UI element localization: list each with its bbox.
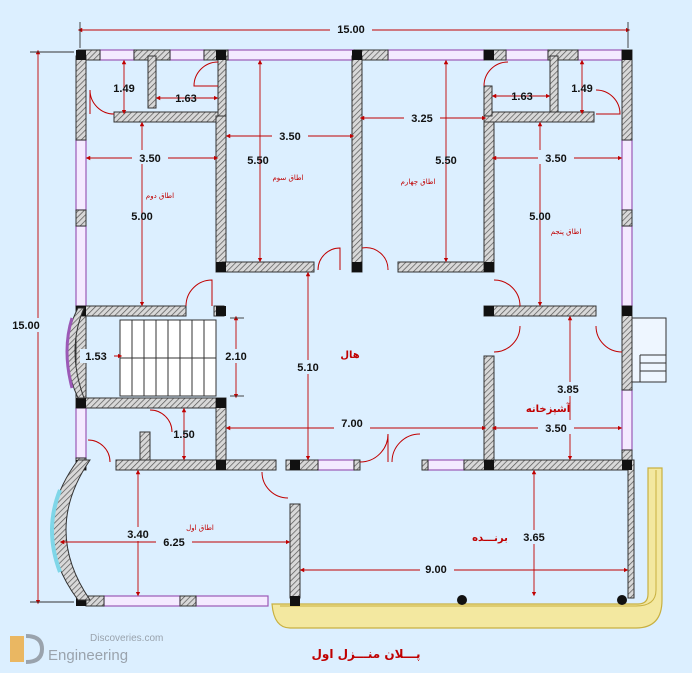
veranda-height-label: 3.65 [523,532,544,544]
room5-height-label: 5.00 [529,211,550,223]
wc-left-width-label: 1.63 [175,93,196,105]
room3-height-label: 5.50 [247,155,268,167]
plan-caption: پـــلان منـــزل اول [311,647,420,662]
watermark-logo-bar [10,636,24,662]
kitchen-width-label: 3.50 [545,423,566,435]
entrance-steps [629,317,667,383]
bay-windows [50,307,91,601]
stair-width-label: 1.53 [85,351,106,363]
room-labels: اطاق دوم اطاق سوم اطاق چهارم اطاق پنجم ه… [146,174,581,544]
doors [87,61,623,499]
room5-width-label: 3.50 [545,153,566,165]
room4-height-label: 5.50 [435,155,456,167]
hall-width-label: 7.00 [341,418,362,430]
room5-label: اطاق پنجم [551,228,582,236]
veranda-width-label: 9.00 [425,564,446,576]
room2-height-label: 5.00 [131,211,152,223]
watermark-logo-icon [25,634,45,664]
room3-width-label: 3.50 [279,131,300,143]
wc-right-height-label: 1.49 [571,83,592,95]
hall-height-label: 5.10 [297,362,318,374]
room3-label: اطاق سوم [272,174,303,182]
wc-right-width-label: 1.63 [511,91,532,103]
room1-height-label: 3.40 [127,529,148,541]
room2-label: اطاق دوم [146,192,174,200]
bath-height-label: 1.50 [173,429,194,441]
hall-label: هال [340,350,359,361]
overall-width-label: 15.00 [337,24,365,36]
room1-width-label: 6.25 [163,537,184,549]
overall-height-label: 15.00 [12,320,40,332]
room2-width-label: 3.50 [139,153,160,165]
veranda-label: برنـــده [472,533,508,544]
stair-height-label: 2.10 [225,351,246,363]
staircase [119,319,217,397]
watermark-name: Engineering [48,647,128,664]
veranda-balcony [271,467,663,629]
room4-width-label: 3.25 [411,113,432,125]
room1-label: اطاق اول [186,524,214,532]
columns [76,50,632,606]
watermark-site: Discoveries.com [90,633,163,644]
dimension-labels: 15.00 15.00 1.49 1.63 1.63 1.49 3.50 3.2… [10,22,593,576]
kitchen-label: آشپزخانه [526,402,571,415]
room4-label: اطاق چهارم [401,178,436,186]
wc-left-height-label: 1.49 [113,83,134,95]
watermark: Discoveries.com Engineering [10,633,163,664]
kitchen-height-label: 3.85 [557,384,578,396]
